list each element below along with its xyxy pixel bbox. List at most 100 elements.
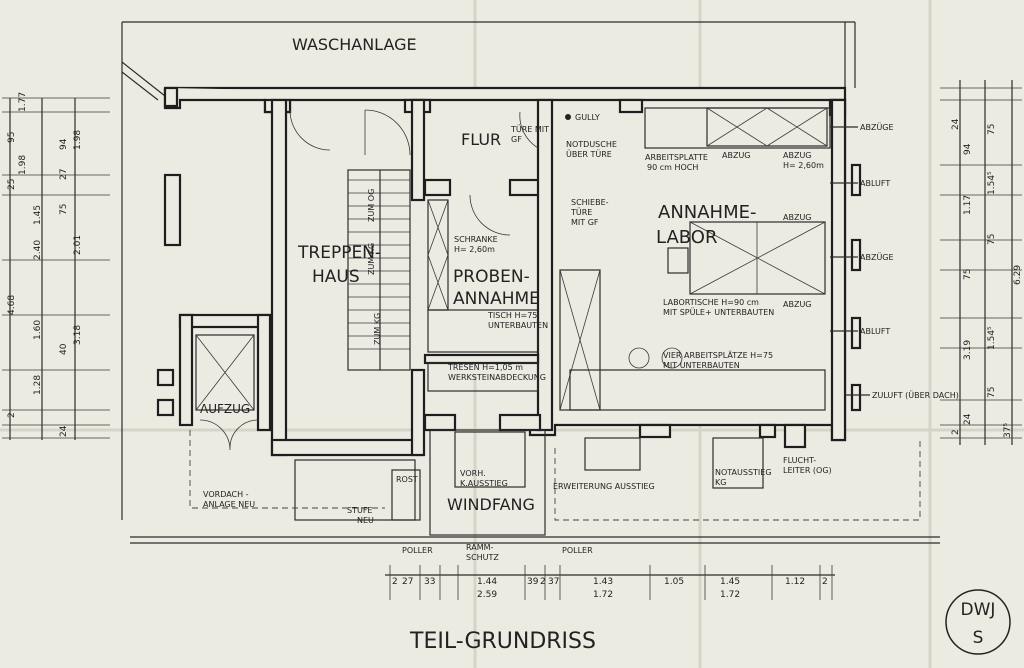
note-flucht-1: FLUCHT- — [783, 456, 816, 465]
dim-l-94: 94 — [59, 138, 69, 150]
dim-b-37: 37 — [548, 577, 559, 587]
note-vordach-2: ANLAGE NEU — [203, 500, 255, 509]
label-flur: FLUR — [461, 130, 501, 149]
dim-l-25: 25 — [7, 179, 17, 190]
note-zum-og: ZUM OG — [367, 189, 376, 222]
note-abzug-d: ABZUG — [783, 300, 812, 309]
room-labels: WASCHANLAGE TREPPEN- HAUS FLUR PROBEN- A… — [200, 35, 757, 654]
dim-b-2b: 2 — [540, 577, 546, 587]
stamp-line-1: DWJ — [961, 600, 996, 620]
dim-l-128: 1.28 — [33, 375, 43, 395]
note-labortische-1: LABORTISCHE H=90 cm — [663, 298, 759, 307]
dim-b-144: 1.44 — [477, 577, 497, 587]
dim-r-154b: 1.54⁵ — [987, 326, 997, 350]
note-vier-1: VIER ARBEITSPLÄTZE H=75 — [663, 350, 773, 360]
note-erweiterung: ERWEITERUNG AUSSTIEG — [553, 482, 655, 491]
site-lines — [121, 21, 940, 544]
dim-r-2: 2 — [951, 429, 961, 435]
dim-l-145: 1.45 — [33, 205, 43, 225]
dim-b-112: 1.12 — [785, 577, 805, 587]
dim-b-145: 1.45 — [720, 577, 740, 587]
bottom-dimension-text: 2 27 33 1.44 39 2 37 1.43 1.05 1.45 1.12… — [392, 577, 828, 600]
note-schiebe-2: TÜRE — [570, 207, 592, 217]
note-rost: ROST — [396, 475, 418, 484]
note-vordach-1: VORDACH - — [203, 490, 249, 499]
note-notdusche-1: NOTDUSCHE — [566, 140, 617, 149]
dim-l-95: 95 — [7, 132, 17, 143]
note-zum-kg-1: ZUM KG — [367, 243, 376, 275]
dim-b-259: 2.59 — [477, 590, 497, 600]
dim-r-629: 6.29 — [1013, 265, 1023, 285]
vent-arrows — [830, 126, 870, 396]
label-aufzug: AUFZUG — [200, 402, 250, 416]
dim-l-27: 27 — [59, 169, 69, 180]
dimension-lines-bottom — [385, 565, 835, 600]
note-poller-left: POLLER — [402, 546, 433, 555]
note-labortische-2: MIT SPÜLE+ UNTERBAUTEN — [663, 307, 774, 317]
note-schranke-1: SCHRANKE — [454, 235, 498, 244]
elevator-shaft — [195, 334, 255, 411]
dim-r-94: 94 — [963, 143, 973, 155]
note-abzug-b-2: H= 2,60m — [783, 161, 824, 170]
note-stufe-1: STUFE — [347, 506, 372, 515]
dim-r-75b: 75 — [987, 234, 997, 245]
label-probenannahme-2: ANNAHME — [453, 289, 540, 309]
dim-r-24b: 24 — [963, 413, 973, 425]
note-tresen-1: TRESEN H=1,05 m — [447, 363, 523, 372]
doors — [199, 109, 539, 451]
label-annahmelabor-1: ANNAHME- — [658, 202, 757, 223]
note-notdusche-2: ÜBER TÜRE — [566, 149, 612, 159]
stamp-line-2: S — [973, 628, 984, 648]
dim-b-105: 1.05 — [664, 577, 684, 587]
note-tuere-2: GF — [511, 135, 522, 144]
dim-b-172b: 1.72 — [720, 590, 740, 600]
dim-b-172a: 1.72 — [593, 590, 613, 600]
note-tisch-1: TISCH H=75 — [487, 311, 537, 320]
windfang-area — [391, 429, 764, 536]
dim-l-201: 2.01 — [73, 235, 83, 255]
note-rammschutz-2: SCHUTZ — [466, 553, 499, 562]
dim-r-117: 1.17 — [963, 195, 973, 215]
label-abzuege-2: ABZÜGE — [860, 252, 894, 262]
note-notausstieg-2: KG — [715, 478, 726, 487]
note-schranke-2: H= 2,60m — [454, 245, 495, 254]
note-vier-2: MIT UNTERBAUTEN — [663, 361, 740, 370]
label-treppenhaus-2: HAUS — [312, 267, 360, 287]
outer-walls — [156, 86, 862, 457]
dim-l-2: 2 — [7, 412, 17, 418]
drawing-title: TEIL-GRUNDRISS — [409, 629, 596, 654]
dim-b-39: 39 — [527, 577, 539, 587]
dim-l-468: 4.68 — [7, 295, 17, 315]
label-abluft-2: ABLUFT — [860, 327, 890, 336]
note-vorh-1: VORH. — [460, 469, 486, 478]
note-vorh-2: K.AUSSTIEG — [460, 479, 508, 488]
dimension-lines-left — [2, 97, 110, 440]
label-abluft-1: ABLUFT — [860, 179, 890, 188]
note-tisch-2: UNTERBAUTEN — [488, 321, 548, 330]
dimension-lines-right — [940, 80, 1022, 445]
dim-l-160: 1.60 — [33, 320, 43, 340]
note-gully: GULLY — [575, 113, 600, 122]
dim-l-24: 24 — [59, 425, 69, 437]
note-stufe-2: NEU — [357, 516, 374, 525]
dim-l-240: 2.40 — [33, 240, 43, 260]
dim-b-2: 2 — [392, 577, 398, 587]
dim-r-75a: 75 — [987, 124, 997, 135]
label-waschanlage: WASCHANLAGE — [292, 35, 417, 54]
note-rammschutz-1: RAMM- — [466, 543, 494, 552]
note-abzug-a: ABZUG — [722, 151, 751, 160]
dim-l-177: 1.77 — [18, 92, 28, 112]
note-arbeitsplatte-2: 90 cm HOCH — [647, 163, 698, 172]
note-notausstieg-1: NOTAUSSTIEG — [715, 468, 772, 477]
dim-l-75: 75 — [59, 204, 69, 215]
annotation-labels: GULLY TÜRE MIT GF NOTDUSCHE ÜBER TÜRE AR… — [203, 113, 832, 562]
note-poller-right: POLLER — [562, 546, 593, 555]
label-treppenhaus-1: TREPPEN- — [297, 243, 381, 263]
note-schiebe-3: MIT GF — [571, 218, 599, 227]
probenannahme-furniture — [427, 199, 539, 392]
dim-b-33: 33 — [424, 577, 435, 587]
right-labels: ABZÜGE ABLUFT ABZÜGE ABLUFT ZULUFT (ÜBER… — [860, 122, 959, 400]
dim-l-40: 40 — [59, 343, 69, 355]
